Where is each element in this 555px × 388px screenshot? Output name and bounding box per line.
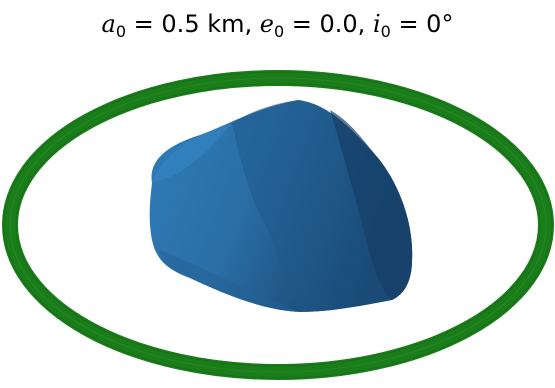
asteroid-body	[149, 100, 413, 312]
semi-major-axis-symbol: a	[101, 10, 116, 38]
orbit-ring-front	[2, 71, 554, 380]
inclination-symbol: i	[372, 10, 381, 38]
eccentricity-value: = 0.0,	[284, 10, 373, 38]
figure-title: a0 = 0.5 km, e0 = 0.0, i0 = 0°	[0, 4, 555, 44]
inclination-subscript: 0	[380, 22, 391, 41]
inclination-value: = 0°	[390, 10, 454, 38]
eccentricity-symbol: e	[259, 10, 274, 38]
semi-major-axis-subscript: 0	[115, 22, 127, 41]
semi-major-axis-value: = 0.5 km,	[126, 10, 260, 38]
eccentricity-subscript: 0	[273, 22, 285, 41]
